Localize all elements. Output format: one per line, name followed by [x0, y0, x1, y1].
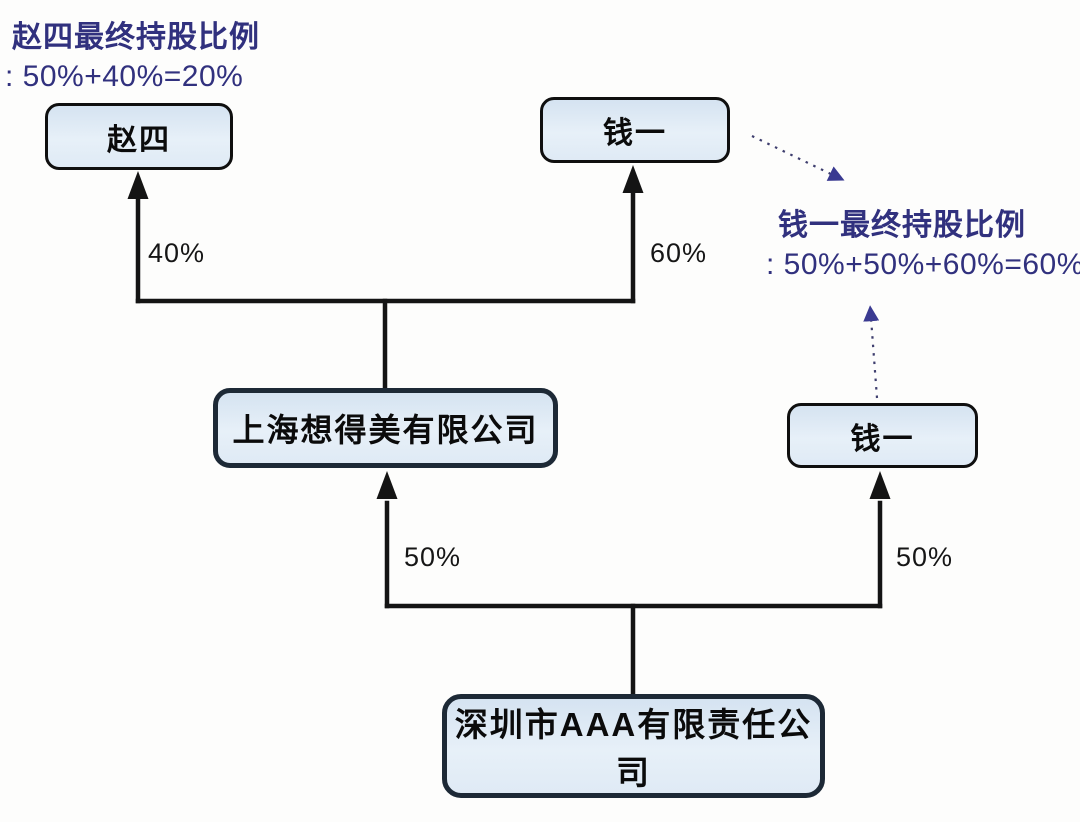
note-zhaosi-final-shareholding: 赵四最终持股比例 : 50%+40%=20%	[5, 12, 260, 94]
node-shenzhen-company-label: 深圳市AAA有限责任公司	[454, 706, 813, 791]
edge-label-shenzhen-to-shanghai: 50%	[404, 542, 462, 572]
note-qianyi-formula: : 50%+50%+60%=60%	[766, 248, 1080, 281]
arrow-to-zhaosi-head	[127, 171, 149, 199]
node-qianyi-right-label: 钱一	[850, 422, 915, 456]
node-shanghai-company: 上海想得美有限公司	[213, 388, 558, 468]
upper-connector	[135, 188, 636, 394]
note-qianyi-final-shareholding: 钱一最终持股比例 : 50%+50%+60%=60%	[766, 200, 1080, 282]
node-zhaosi-label: 赵四	[107, 123, 171, 157]
note-zhaosi-title: 赵四最终持股比例	[12, 21, 260, 54]
dotted-arrow-qianyi-right-to-note	[863, 305, 880, 399]
dotted-arrow-qianyi-top-to-note	[751, 135, 845, 181]
node-shanghai-company-label: 上海想得美有限公司	[232, 412, 539, 448]
node-shenzhen-company: 深圳市AAA有限责任公司	[442, 694, 825, 798]
node-qianyi-top: 钱一	[540, 97, 730, 163]
node-qianyi-top-label: 钱一	[603, 117, 667, 150]
edge-label-shanghai-to-zhaosi: 40%	[148, 238, 206, 268]
node-zhaosi: 赵四	[45, 103, 233, 170]
note-zhaosi-formula: : 50%+40%=20%	[5, 60, 244, 93]
arrow-to-shanghai-head	[376, 471, 398, 499]
edge-label-shenzhen-to-qianyi-right: 50%	[896, 542, 954, 572]
arrow-to-qianyi-right-head	[869, 471, 891, 499]
lower-connector	[384, 500, 883, 700]
arrow-to-qianyi-top-head	[622, 165, 644, 193]
note-qianyi-title: 钱一最终持股比例	[778, 209, 1026, 242]
edge-label-shanghai-to-qianyi-top: 60%	[650, 238, 708, 268]
node-qianyi-right: 钱一	[787, 403, 978, 468]
